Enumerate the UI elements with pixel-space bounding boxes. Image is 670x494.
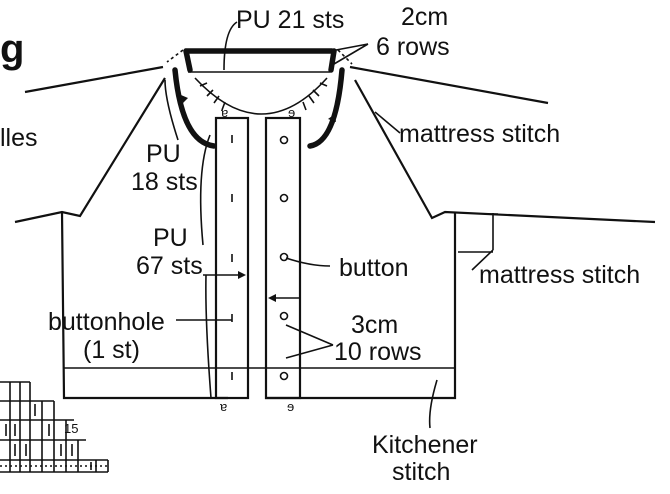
neckband-thick-right — [328, 48, 337, 73]
neckband-bottom-curve — [194, 77, 328, 115]
left-neck-curve — [172, 67, 217, 149]
label-band-height-cm: 2cm — [401, 3, 448, 31]
right-front-band — [264, 116, 302, 400]
svg-text:ɘ: ɘ — [288, 105, 295, 120]
label-mattress-stitch-side: mattress stitch — [479, 261, 640, 289]
label-pu-side-line2: 18 sts — [131, 168, 198, 196]
svg-text:ɘ: ɘ — [287, 399, 294, 414]
right-sleeve — [349, 65, 656, 224]
left-front-band — [214, 116, 250, 400]
chart-row-number: 15 — [64, 421, 78, 436]
side-text-fragment: lles — [0, 124, 38, 152]
label-band-height-rows: 6 rows — [376, 33, 450, 61]
label-buttonhole-line2: (1 st) — [83, 336, 140, 364]
svg-text:ɐ: ɐ — [220, 399, 227, 414]
annotation-leaders — [164, 21, 498, 429]
label-pu-front-line1: PU — [153, 224, 188, 252]
label-kitchener-line1: Kitchener — [372, 431, 478, 459]
neckband — [166, 48, 353, 115]
right-body — [265, 212, 457, 400]
label-front-band-cm: 3cm — [351, 311, 398, 339]
labels: PU 21 sts 2cm 6 rows mattress stitch PU … — [48, 3, 640, 486]
left-body — [60, 211, 228, 400]
label-pu-neck-top: PU 21 sts — [236, 6, 344, 34]
label-mattress-stitch-shoulder: mattress stitch — [399, 120, 560, 148]
stitch-chart-fragment: 15 — [0, 381, 109, 473]
label-buttonhole-line1: buttonhole — [48, 308, 165, 336]
right-neck-curve — [307, 67, 345, 149]
label-pu-front-line2: 67 sts — [136, 252, 203, 280]
buttons — [279, 135, 289, 381]
label-button: button — [339, 254, 409, 282]
heading-fragment: g — [0, 27, 24, 71]
label-pu-side-line1: PU — [146, 140, 181, 168]
front-bands: ɐ ɘ ɐ ɘ — [214, 105, 302, 414]
neckband-thick-left — [183, 48, 193, 73]
label-front-band-rows: 10 rows — [334, 338, 422, 366]
svg-text:ɐ: ɐ — [221, 105, 228, 120]
garment-outline — [14, 65, 656, 400]
label-kitchener-line2: stitch — [392, 458, 450, 486]
left-sleeve — [14, 65, 166, 224]
